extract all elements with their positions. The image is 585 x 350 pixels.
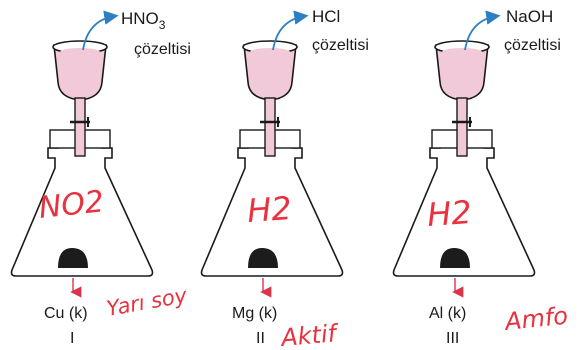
reagent-word-2: çözeltisi — [312, 37, 369, 54]
handwritten-gas-3: H2 — [426, 193, 473, 234]
flask-1 — [10, 130, 154, 277]
numeral-2: II — [256, 330, 265, 347]
metal-label-2: Mg (k) — [232, 305, 277, 322]
reagent-label-2: HCl — [312, 7, 340, 26]
metal-lump-3 — [440, 248, 470, 268]
handwritten-note-2: Aktif — [278, 319, 341, 350]
reagent-arrow-3 — [464, 10, 501, 51]
handwritten-gas-1: NO2 — [37, 184, 105, 226]
handwritten-note-3: Amfo — [502, 302, 570, 337]
reagent-label-3: NaOH — [506, 7, 553, 26]
reagent-arrow-1 — [82, 10, 119, 51]
setup-1 — [10, 10, 154, 298]
solution-surface-2 — [250, 48, 290, 56]
solution-surface-3 — [442, 48, 482, 56]
funnel-stem-1 — [74, 97, 86, 157]
reagent-word-3: çözeltisi — [504, 37, 561, 54]
handwritten-note-1: Yarı soy — [105, 283, 190, 321]
funnel-stem-2 — [264, 97, 276, 157]
metal-label-1: Cu (k) — [44, 305, 88, 322]
metal-label-3: Al (k) — [429, 305, 466, 322]
flask-2 — [200, 130, 344, 277]
setup-2 — [200, 10, 344, 298]
reagent-word-1: çözeltisi — [134, 41, 191, 58]
reagent-label-1: HNO3 — [121, 9, 166, 32]
metal-lump-2 — [248, 248, 278, 268]
metal-lump-1 — [58, 248, 88, 268]
numeral-1: I — [70, 330, 74, 347]
funnel-stem-3 — [456, 97, 468, 157]
handwritten-gas-2: H2 — [246, 189, 293, 230]
setup-3 — [392, 10, 536, 298]
numeral-3: III — [446, 330, 459, 347]
solution-surface-1 — [60, 48, 100, 56]
reagent-arrow-2 — [272, 10, 309, 51]
flask-3 — [392, 130, 536, 277]
